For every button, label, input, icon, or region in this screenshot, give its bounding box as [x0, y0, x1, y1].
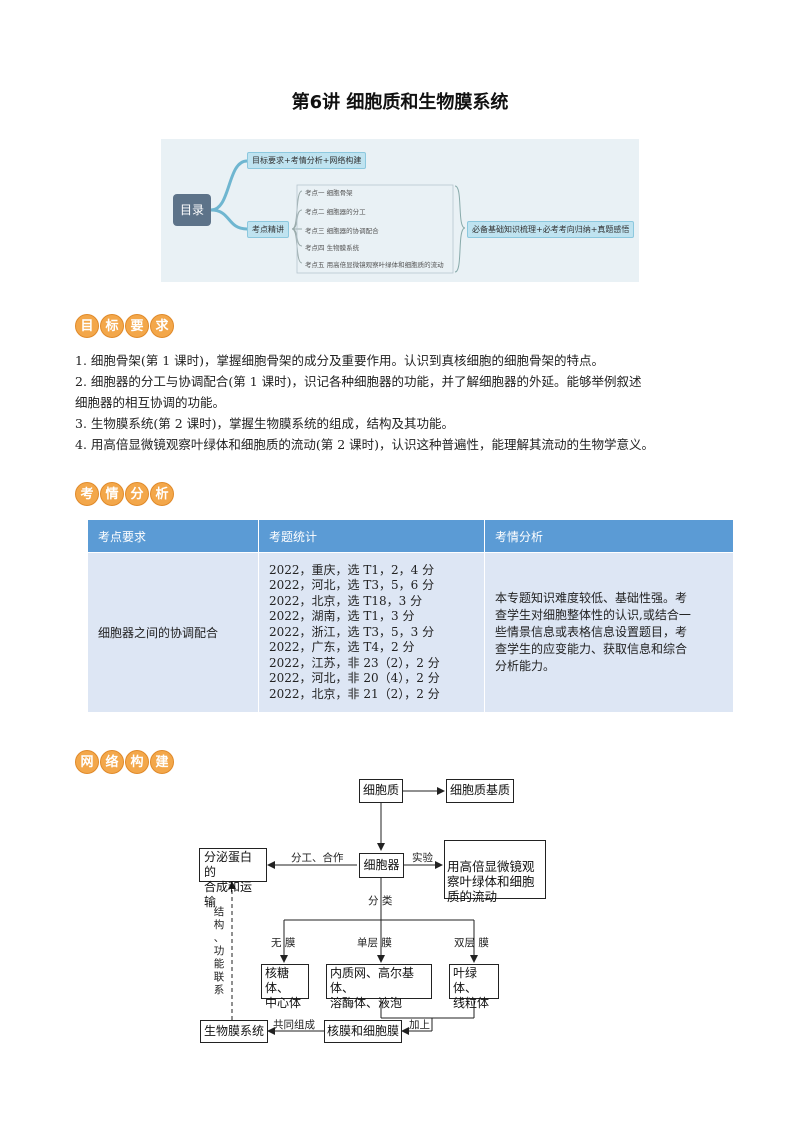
badge-char: 情	[100, 482, 124, 506]
badge-char: 网	[75, 750, 99, 774]
requirement-line: 细胞器的相互协调的功能。	[75, 395, 226, 410]
vertical-char: 、	[213, 932, 225, 944]
node-single-membrane-organelles: 内质网、高尔基体、 溶酶体、液泡	[326, 964, 432, 1010]
node-cytoplasm: 细胞质	[359, 779, 403, 803]
requirement-line: 2. 细胞器的分工与协调配合(第 1 课时)，识记各种细胞器的功能，并了解细胞器…	[75, 374, 642, 389]
badge-char: 析	[150, 482, 174, 506]
edge-label-add: 加上	[409, 1019, 430, 1031]
mindmap-branch-topics: 考点精讲	[247, 221, 289, 238]
vertical-char: 结	[213, 906, 225, 918]
node-experiment: 用高倍显微镜观 察叶绿体和细胞 质的流动	[444, 840, 546, 904]
stat-line: 2022，江苏，非 23（2），2 分	[269, 655, 440, 670]
edge-label-no-membrane: 无 膜	[271, 937, 296, 949]
badge-char: 目	[75, 314, 99, 338]
mindmap-summary: 必备基础知识梳理+必考考向归纳+真题感悟	[467, 221, 635, 238]
mindmap-topic: 考点一 细胞骨架	[305, 189, 353, 197]
stat-line: 2022，重庆，选 T1，2，4 分	[269, 562, 435, 577]
vertical-char: 系	[213, 984, 225, 996]
badge-char: 分	[125, 482, 149, 506]
stat-line: 2022，湖南，选 T1，3 分	[269, 609, 415, 624]
node-text: 分泌蛋白的	[204, 850, 253, 879]
stat-line: 2022，广东，选 T4，2 分	[269, 640, 415, 655]
node-text: 线粒体	[453, 996, 490, 1010]
stat-line: 2022，河北，选 T3，5，6 分	[269, 578, 435, 593]
analysis-line: 些情景信息或表格信息设置题目，考	[495, 625, 688, 639]
node-text: 内质网、高尔基体、	[330, 966, 415, 995]
requirement-line: 1. 细胞骨架(第 1 课时)，掌握细胞骨架的成分及重要作用。认识到真核细胞的细…	[75, 353, 605, 368]
badge-char: 标	[100, 314, 124, 338]
node-text: 中心体	[265, 996, 302, 1010]
node-double-membrane-organelles: 叶绿体、 线粒体	[449, 964, 499, 1010]
badge-char: 建	[150, 750, 174, 774]
mindmap-topic: 考点二 细胞器的分工	[305, 208, 366, 216]
analysis-line: 本专题知识难度较低、基础性强。考	[495, 591, 688, 605]
table-header: 考题统计	[258, 519, 485, 553]
badge-char: 络	[100, 750, 124, 774]
table-header-row: 考点要求 考题统计 考情分析	[87, 519, 734, 553]
edge-label-division: 分工、合作	[291, 852, 344, 864]
exam-analysis-table: 考点要求 考题统计 考情分析 细胞器之间的协调配合 2022，重庆，选 T1，2…	[87, 519, 734, 713]
edge-label-single-membrane: 单层 膜	[357, 937, 392, 949]
stat-line: 2022，河北，非 20（4），2 分	[269, 671, 440, 686]
edge-label-compose: 共同组成	[273, 1019, 315, 1031]
node-text: 叶绿体、	[453, 966, 478, 995]
mindmap-topic: 考点三 细胞器的协调配合	[305, 227, 379, 235]
analysis-line: 分析能力。	[495, 659, 556, 673]
badge-char: 构	[125, 750, 149, 774]
contents-mindmap: 目录 目标要求+考情分析+网络构建 考点精讲 考点一 细胞骨架 考点二 细胞器的…	[161, 139, 639, 282]
node-nuclear-and-cell-membrane: 核膜和细胞膜	[324, 1020, 402, 1043]
analysis-line: 查学生的应变能力、获取信息和综合	[495, 642, 688, 656]
badge-char: 要	[125, 314, 149, 338]
table-header: 考点要求	[87, 519, 259, 553]
section-badge-network: 网 络 构 建	[75, 750, 174, 774]
vertical-char: 能	[213, 958, 225, 970]
page-title: 第6讲 细胞质和生物膜系统	[291, 92, 509, 113]
node-text: 核糖体、	[265, 966, 290, 995]
section-badge-goals: 目 标 要 求	[75, 314, 174, 338]
badge-char: 求	[150, 314, 174, 338]
requirement-line: 3. 生物膜系统(第 2 课时)，掌握生物膜系统的组成，结构及其功能。	[75, 416, 455, 431]
analysis-line: 查学生对细胞整体性的认识,或结合一	[495, 608, 691, 622]
table-cell-analysis: 本专题知识难度较低、基础性强。考 查学生对细胞整体性的认识,或结合一 些情景信息…	[484, 552, 734, 713]
section-badge-exam: 考 情 分 析	[75, 482, 174, 506]
requirement-line: 4. 用高倍显微镜观察叶绿体和细胞质的流动(第 2 课时)，认识这种普遍性，能理…	[75, 437, 655, 452]
vertical-char: 联	[213, 971, 225, 983]
stat-line: 2022，浙江，选 T3，5，3 分	[269, 624, 435, 639]
vertical-char: 构	[213, 919, 225, 931]
node-text: 察叶绿体和细胞	[447, 874, 535, 889]
node-text: 用高倍显微镜观	[447, 859, 535, 874]
node-organelle: 细胞器	[359, 853, 404, 878]
mindmap-topic: 考点五 用高倍显微镜观察叶绿体和细胞质的流动	[305, 261, 444, 269]
mindmap-topic: 考点四 生物膜系统	[305, 244, 360, 252]
node-secretory-protein: 分泌蛋白的 合成和运输	[199, 848, 267, 909]
badge-char: 考	[75, 482, 99, 506]
stat-line: 2022，北京，非 21（2），2 分	[269, 686, 440, 701]
vertical-char: 功	[213, 945, 225, 957]
node-text: 质的流动	[447, 889, 498, 904]
node-text: 合成和运输	[204, 880, 253, 909]
edge-label-double-membrane: 双层 膜	[454, 937, 489, 949]
node-text: 溶酶体、液泡	[330, 996, 403, 1010]
mindmap-connectors	[210, 159, 466, 274]
table-cell-stats: 2022，重庆，选 T1，2，4 分 2022，河北，选 T3，5，6 分 20…	[258, 552, 485, 713]
node-cytoplasm-matrix: 细胞质基质	[446, 779, 514, 803]
edge-label-structure-function: 结 构 、 功 能 联 系	[212, 906, 226, 997]
table-row: 细胞器之间的协调配合 2022，重庆，选 T1，2，4 分 2022，河北，选 …	[87, 552, 734, 713]
table-cell-topic: 细胞器之间的协调配合	[87, 552, 259, 713]
node-no-membrane-organelles: 核糖体、 中心体	[261, 964, 309, 1010]
node-biomembrane-system: 生物膜系统	[200, 1020, 268, 1043]
mindmap-branch-overview: 目标要求+考情分析+网络构建	[247, 152, 367, 169]
mindmap-root: 目录	[173, 194, 211, 226]
edge-label-classify: 分 类	[368, 895, 393, 907]
edge-label-experiment: 实验	[412, 852, 433, 864]
stat-line: 2022，北京，选 T18，3 分	[269, 593, 423, 608]
